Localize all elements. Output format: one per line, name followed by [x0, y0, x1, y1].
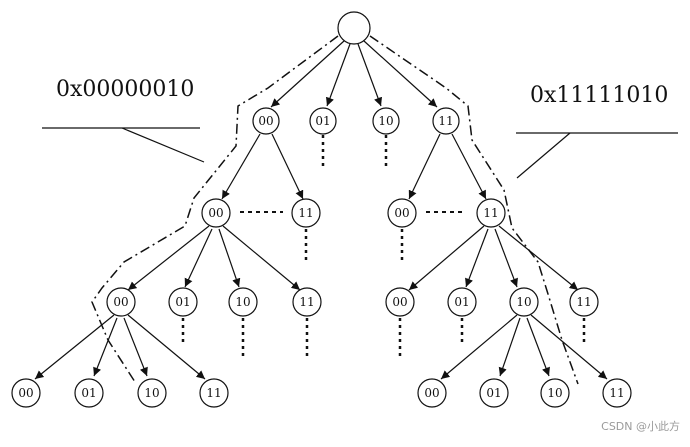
tree-edges — [34, 40, 608, 380]
level1-node-11 — [432, 107, 460, 135]
level3-right-node-01 — [447, 287, 477, 317]
edge-l3r-10-l4-00 — [440, 314, 518, 380]
level2-right-node-00 — [387, 198, 417, 228]
level4-right-node-01 — [479, 378, 509, 408]
label-level1-10: 10 — [378, 114, 393, 128]
level2-left-node-00 — [201, 198, 231, 228]
label-level2-right-00: 00 — [394, 206, 409, 220]
label-level1-11: 11 — [438, 114, 453, 128]
level4-left-node-00 — [11, 378, 41, 408]
edge-l1-00-l2-11 — [271, 133, 304, 200]
label-level3-left-11: 11 — [299, 295, 314, 309]
root-node — [337, 11, 371, 45]
level1-node-10 — [372, 107, 400, 135]
label-level2-left-00: 00 — [208, 206, 223, 220]
level1-node-01 — [309, 107, 337, 135]
level3-right-node-00 — [385, 287, 415, 317]
edge-root-11 — [363, 40, 438, 108]
edge-l3l-00-l4-10 — [123, 317, 148, 377]
edge-l3l-00-l4-11 — [127, 314, 206, 380]
edge-l1-11-l2-00 — [408, 133, 441, 200]
edge-root-10 — [357, 43, 383, 107]
edge-l3r-10-l4-10 — [526, 317, 550, 377]
level3-left-node-10 — [228, 287, 258, 317]
label-level4-right-10: 10 — [547, 386, 562, 400]
edge-l2l-00-l3-00 — [127, 225, 210, 291]
label-level4-left-00: 00 — [18, 386, 33, 400]
edge-l3r-10-l4-11 — [530, 314, 608, 380]
label-level2-left-11: 11 — [298, 206, 313, 220]
level3-left-node-01 — [168, 287, 198, 317]
level3-right-node-11 — [569, 287, 599, 317]
label-level3-left-01: 01 — [175, 295, 190, 309]
highlight-paths — [91, 35, 579, 385]
edge-l2r-11-l3-10 — [494, 228, 518, 288]
label-level4-left-10: 10 — [144, 386, 159, 400]
level4-left-node-10 — [137, 378, 167, 408]
left-address-label: 0x00000010 — [56, 77, 194, 102]
level4-left-node-01 — [74, 378, 104, 408]
edge-l2r-11-l3-00 — [408, 225, 485, 291]
level3-left-node-00 — [106, 287, 136, 317]
path-right-highlight — [369, 35, 579, 385]
edge-l3l-00-l4-01 — [93, 317, 118, 377]
edge-root-00 — [270, 40, 345, 108]
label-level2-right-11: 11 — [483, 206, 498, 220]
level3-left-node-11 — [292, 287, 322, 317]
label-level1-01: 01 — [315, 114, 330, 128]
callout-right-pointer — [516, 132, 571, 179]
address-callouts — [42, 127, 678, 179]
label-level1-00: 00 — [258, 114, 273, 128]
label-level3-right-01: 01 — [454, 295, 469, 309]
edge-root-01 — [325, 43, 351, 107]
edge-l2l-00-l3-01 — [184, 228, 213, 288]
label-level3-right-10: 10 — [516, 295, 531, 309]
label-level3-left-00: 00 — [113, 295, 128, 309]
edge-l3l-00-l4-00 — [34, 314, 115, 380]
label-level3-left-10: 10 — [235, 295, 250, 309]
label-level4-left-11: 11 — [206, 386, 221, 400]
level3-right-node-10 — [509, 287, 539, 317]
edge-l2l-00-l3-11 — [222, 225, 301, 291]
path-left-highlight — [91, 35, 339, 383]
edge-l3r-10-l4-01 — [498, 317, 521, 377]
level4-right-node-10 — [540, 378, 570, 408]
label-level4-right-11: 11 — [609, 386, 624, 400]
label-level4-left-01: 01 — [81, 386, 96, 400]
continuation-dots — [181, 135, 586, 360]
node-labels: 00 01 10 11 00 11 00 11 00 01 10 11 00 0… — [18, 114, 624, 400]
level1-node-00 — [252, 107, 280, 135]
edge-l2r-11-l3-01 — [465, 228, 489, 288]
level4-left-node-11 — [199, 378, 229, 408]
level2-right-node-11 — [476, 198, 506, 228]
label-level4-right-00: 00 — [424, 386, 439, 400]
level4-right-node-00 — [417, 378, 447, 408]
edge-l2r-11-l3-11 — [498, 225, 579, 291]
level2-left-node-11 — [291, 198, 321, 228]
label-level3-right-00: 00 — [392, 295, 407, 309]
level4-right-node-11 — [602, 378, 632, 408]
edge-l1-00-l2-00 — [221, 133, 261, 200]
label-level3-right-11: 11 — [576, 295, 591, 309]
edge-l1-11-l2-11 — [451, 133, 487, 200]
watermark-text: CSDN @小此方 — [601, 420, 680, 433]
right-address-label: 0x11111010 — [530, 83, 668, 108]
label-level4-right-01: 01 — [486, 386, 501, 400]
callout-left-pointer — [121, 127, 205, 163]
edge-l2l-00-l3-10 — [218, 228, 241, 288]
tree-nodes — [11, 11, 632, 408]
